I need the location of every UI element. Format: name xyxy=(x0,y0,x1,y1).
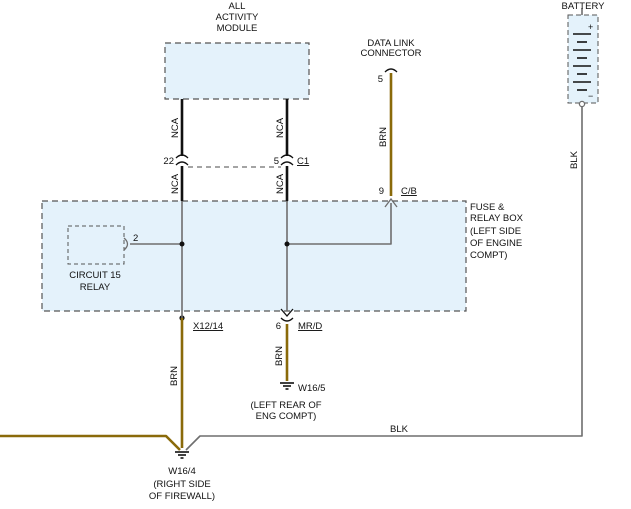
mrd-arrow xyxy=(280,308,294,317)
dlc-wire-label: BRN xyxy=(378,127,389,147)
module-label-line1: ALL xyxy=(229,1,246,12)
mrd-pin: 6 xyxy=(276,321,281,332)
circuit-15-relay-box xyxy=(67,225,125,265)
c1-pin-right: 5 xyxy=(274,156,279,167)
fuse-box-label-line2: RELAY BOX xyxy=(470,213,524,224)
wire-label-nca-right-bottom: NCA xyxy=(275,173,286,194)
ground-w164-name: W16/4 xyxy=(168,466,195,477)
mrd-cup xyxy=(280,317,294,322)
mrd-name: MR/D xyxy=(298,321,322,332)
relay-pin-2-cup xyxy=(123,237,129,251)
battery-wire-label: BLK xyxy=(569,150,580,169)
fuse-box-label-line5: COMPT) xyxy=(470,250,507,261)
c1-connector-name: C1 xyxy=(297,156,309,167)
c1-connector-left-cup xyxy=(175,154,189,159)
all-activity-module-box xyxy=(164,42,310,100)
dlc-pin: 5 xyxy=(378,74,383,85)
wire-blk-bottom xyxy=(185,104,583,451)
relay-pin: 2 xyxy=(133,233,138,244)
relay-label-line2: RELAY xyxy=(80,282,111,293)
fuse-box-label-line4: OF ENGINE xyxy=(470,238,522,249)
c1-pin-left: 22 xyxy=(163,156,174,167)
c1-connector-right-cup-lower xyxy=(280,161,294,166)
battery-plus: + xyxy=(588,22,593,32)
ground-w165-line2: ENG COMPT) xyxy=(256,411,317,422)
wire-label-blk-bottom: BLK xyxy=(390,424,409,435)
battery-terminal-dot xyxy=(578,100,586,108)
wire-label-nca-right-top: NCA xyxy=(275,117,286,138)
cb-arrow xyxy=(384,197,398,208)
ground-w165-name: W16/5 xyxy=(298,383,325,394)
c1-connector-left-cup-lower xyxy=(175,161,189,166)
ground-w164-line2: OF FIREWALL) xyxy=(149,491,215,502)
battery-label: BATTERY xyxy=(562,1,606,12)
ground-w164-line1: (RIGHT SIDE xyxy=(153,479,210,490)
ground-w165-line1: (LEFT REAR OF xyxy=(250,400,321,411)
relay-label-line1: CIRCUIT 15 xyxy=(69,270,121,281)
wire-label-brn-mid: BRN xyxy=(274,346,285,366)
battery-minus: − xyxy=(588,91,593,101)
module-label-line2: ACTIVITY xyxy=(216,12,259,23)
battery-box xyxy=(567,14,599,104)
splice-x12-14-label: X12/14 xyxy=(193,321,223,332)
dlc-pin-cup xyxy=(384,68,398,73)
fuse-box-label-line1: FUSE & xyxy=(470,202,505,213)
c1-connector-right-cup xyxy=(280,154,294,159)
cb-pin: 9 xyxy=(379,186,384,197)
dlc-label-line2: CONNECTOR xyxy=(360,48,421,59)
dlc-label-line1: DATA LINK xyxy=(367,38,415,49)
module-label-line3: MODULE xyxy=(217,23,258,34)
wire-label-nca-left-top: NCA xyxy=(170,117,181,138)
wire-label-brn-left: BRN xyxy=(169,366,180,386)
splice-dot-relay xyxy=(179,241,185,247)
cb-name: C/B xyxy=(401,186,417,197)
wire-brn-left-incoming xyxy=(0,434,181,451)
wire-cb-to-splice xyxy=(287,203,392,245)
splice-dot-cb xyxy=(284,241,290,247)
wire-label-nca-left-bottom: NCA xyxy=(170,173,181,194)
fuse-box-label-line3: (LEFT SIDE xyxy=(470,226,521,237)
